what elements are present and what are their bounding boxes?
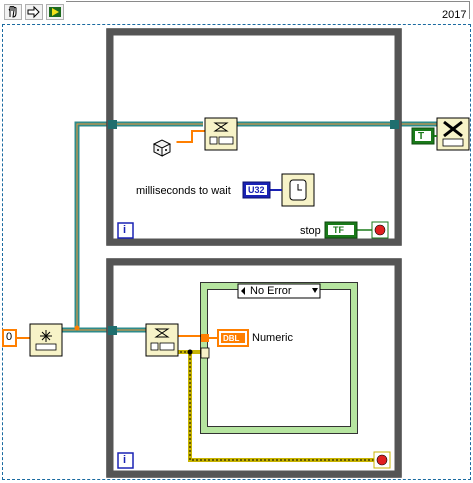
random-wire[interactable]: [176, 130, 205, 143]
zero-constant[interactable]: 0: [6, 331, 13, 343]
random-number-subvi[interactable]: [149, 131, 177, 159]
zero-constant-box[interactable]: [2, 329, 17, 347]
wait-ms-subvi[interactable]: [281, 173, 315, 207]
case-prev-arrow[interactable]: [241, 287, 245, 295]
stop-terminal-top[interactable]: [371, 221, 389, 239]
error-junction: [187, 349, 193, 355]
stop-terminal-bottom[interactable]: [373, 451, 391, 469]
diagram-frame: [2, 24, 471, 480]
iteration-label-top: i: [123, 224, 127, 236]
tunnel-in-top: [108, 120, 117, 129]
arrow-right-icon[interactable]: [25, 4, 43, 20]
enqueue-subvi[interactable]: [204, 117, 238, 151]
case-selector-label[interactable]: No Error: [250, 285, 292, 297]
true-constant[interactable]: T: [418, 131, 425, 142]
dbl-type-label: DBL: [223, 334, 240, 343]
dequeue-subvi[interactable]: [145, 323, 179, 357]
tunnel-in-bottom: [108, 326, 117, 335]
iteration-terminal-top: [117, 222, 134, 239]
release-queue-subvi[interactable]: [436, 117, 470, 151]
version-box: [66, 1, 470, 19]
case-selector-terminal[interactable]: [200, 347, 210, 359]
numeric-label: Numeric: [252, 332, 293, 344]
top-while-loop[interactable]: [106, 28, 402, 246]
wire-junction: [74, 325, 80, 331]
milliseconds-to-wait-label: milliseconds to wait: [136, 185, 231, 197]
case-structure[interactable]: [200, 282, 358, 434]
case-output-tunnel: [201, 334, 209, 342]
iteration-terminal-bottom: [117, 452, 134, 469]
case-next-arrow[interactable]: [312, 288, 318, 293]
hand-icon[interactable]: [4, 4, 22, 20]
bottom-while-loop[interactable]: [106, 258, 402, 478]
case-selector-box[interactable]: [237, 283, 321, 299]
u32-type-label: U32: [248, 185, 265, 195]
version-label: 2017: [442, 9, 467, 21]
toolbar: 2017: [0, 0, 473, 24]
element-wire[interactable]: [176, 335, 218, 339]
stop-control-value[interactable]: TF: [333, 225, 344, 235]
run-highlight-icon[interactable]: [46, 4, 64, 20]
stop-label: stop: [300, 225, 321, 237]
iteration-label-bottom: i: [123, 454, 127, 466]
tunnel-out-top: [390, 120, 399, 129]
obtain-queue-subvi[interactable]: [29, 323, 63, 357]
